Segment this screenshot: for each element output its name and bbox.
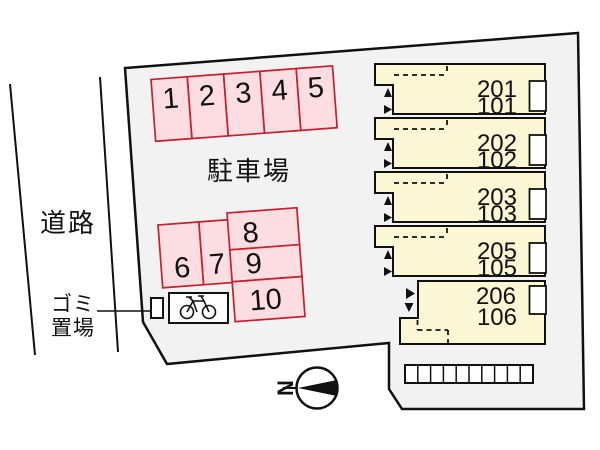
parking-space-8 [226, 206, 301, 251]
unit-number-lower: 103 [477, 201, 517, 228]
unit-outline [374, 225, 546, 277]
parking-space-number: 3 [234, 77, 252, 110]
parking-space-number: 2 [198, 80, 216, 113]
compass: N [273, 366, 339, 410]
building: 201 101 202 102 203 103 [374, 63, 547, 345]
bicycle-area [168, 292, 229, 324]
road-edge-inner [99, 76, 119, 353]
dashed-partition [394, 120, 448, 130]
garbage-box [150, 297, 164, 319]
unit-outline [374, 117, 546, 169]
parking-space-10 [231, 275, 306, 323]
parking-space-number: 5 [307, 72, 325, 105]
road-label: 道路 [40, 208, 96, 238]
entrance-arrow-right-icon [406, 288, 415, 299]
cycle-rack [404, 364, 534, 384]
unit-number-upper: 202 [477, 130, 517, 157]
unit-number-upper: 206 [476, 283, 516, 310]
unit-outline [374, 63, 546, 115]
cycle-rack-dividers [417, 365, 521, 383]
parking-space-number: 8 [241, 217, 259, 250]
parking-space-number: 9 [245, 248, 263, 281]
unit-block-202-102: 202 102 [374, 117, 547, 174]
unit-number-lower: 106 [477, 304, 517, 331]
compass-needle-icon [298, 380, 337, 396]
unit-number-lower: 102 [477, 147, 517, 174]
entrance-arrow-right-icon [384, 105, 392, 114]
garbage-label-line2: 置場 [51, 317, 95, 340]
unit-block-205-105: 205 105 [374, 225, 547, 282]
garbage-area: ゴミ 置場 [51, 293, 164, 340]
unit-number-lower: 105 [477, 255, 517, 282]
balcony [528, 285, 547, 315]
bicycle-area-box [168, 292, 229, 324]
garbage-label-line1: ゴミ [51, 293, 95, 316]
unit-block-206-106: 206 106 [399, 280, 547, 345]
bicycle-icon [179, 295, 217, 320]
entrance-arrow-down-icon [404, 303, 414, 312]
entrance-arrow-right-icon [384, 159, 392, 168]
road-edge-outer [9, 83, 36, 356]
unit-number-lower: 101 [477, 93, 517, 120]
parking-space-9 [228, 243, 303, 283]
dashed-partition [416, 320, 449, 343]
parking-block-left: 6 7 [157, 218, 238, 289]
road: 道路 [9, 76, 119, 356]
parking-space-number: 1 [161, 83, 179, 116]
balcony [528, 188, 547, 220]
balcony [528, 134, 547, 166]
dashed-partition [394, 174, 448, 184]
unit-number-upper: 201 [477, 76, 517, 103]
unit-number-upper: 203 [477, 184, 517, 211]
balcony [528, 242, 547, 274]
unit-outline [399, 280, 546, 345]
parking-column-right: 8 9 10 [226, 206, 306, 323]
compass-north-letter: N [273, 380, 298, 396]
entrance-arrow-up-icon [384, 88, 392, 97]
parking-space-5 [295, 64, 339, 132]
parking-space-number: 6 [173, 252, 191, 285]
dashed-partition [394, 66, 448, 76]
entrance-arrow-up-icon [384, 142, 392, 151]
parking-space-number: 10 [248, 283, 283, 317]
entrance-arrow-up-icon [384, 196, 392, 205]
parking-row-top: 1 2 3 4 5 [150, 64, 339, 143]
parking-space-number: 7 [208, 248, 226, 281]
unit-block-201-101: 201 101 [374, 63, 547, 120]
entrance-arrow-up-icon [384, 250, 392, 259]
dashed-partition [394, 228, 448, 238]
unit-outline [374, 171, 546, 223]
parking-lot-label: 駐車場 [207, 156, 291, 186]
entrance-arrow-right-icon [384, 213, 392, 222]
unit-number-upper: 205 [477, 238, 517, 265]
entrance-arrow-right-icon [384, 267, 392, 276]
parking-space-number: 4 [270, 74, 288, 107]
balcony [528, 80, 547, 112]
unit-block-203-103: 203 103 [374, 171, 547, 228]
